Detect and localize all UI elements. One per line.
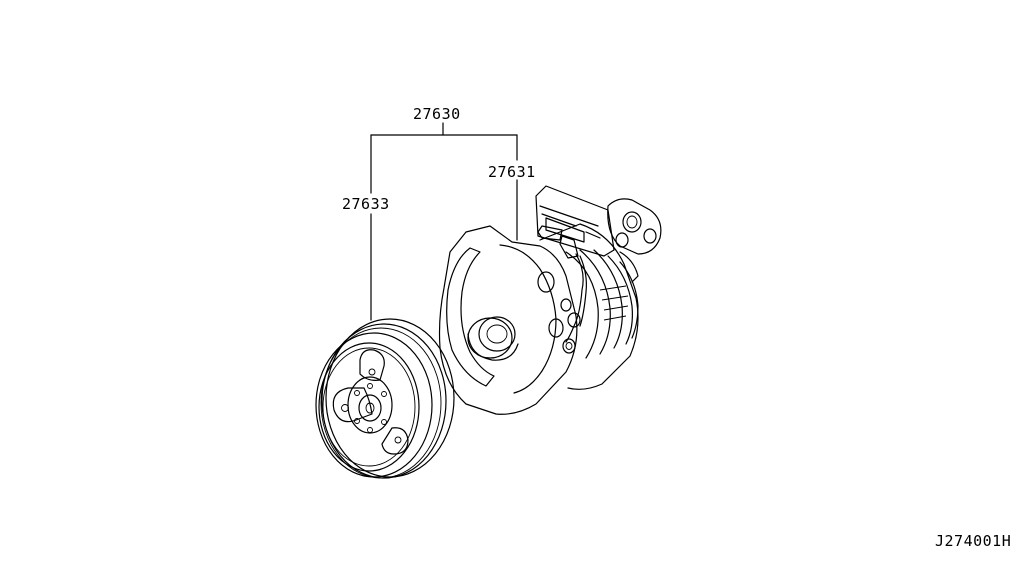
- part-label-assembly: 27630: [413, 105, 461, 123]
- leader-lines: [370, 122, 518, 321]
- compressor-drawing: [438, 185, 662, 415]
- part-label-compressor: 27631: [488, 163, 536, 181]
- figure-code: J274001H: [935, 532, 1012, 550]
- clutch-pulley-drawing: [315, 318, 455, 479]
- part-label-clutch: 27633: [342, 195, 390, 213]
